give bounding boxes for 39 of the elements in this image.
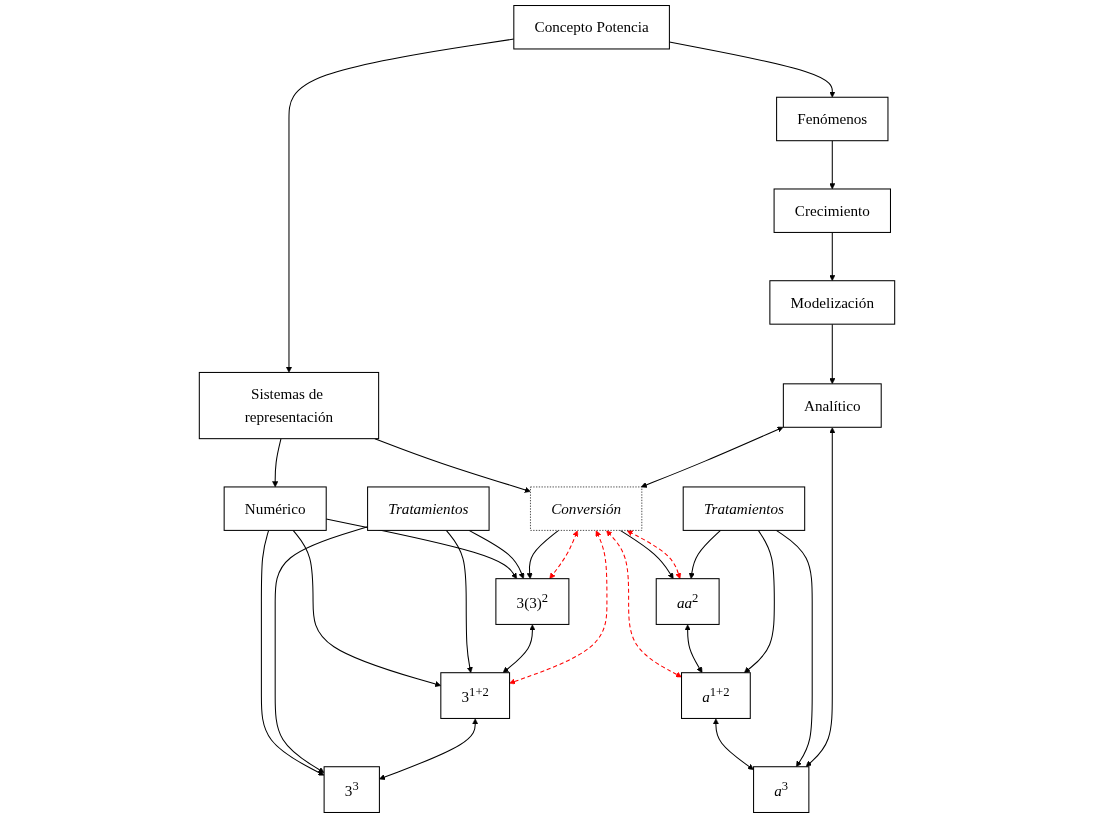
- arrow: [829, 140, 836, 190]
- node-box: a$^{3}$: [753, 766, 810, 813]
- node-box: Modelización: [769, 280, 896, 325]
- arrow: [502, 624, 536, 673]
- arrow: [744, 529, 775, 673]
- arrow: [445, 529, 473, 673]
- arrow: [684, 624, 703, 673]
- arrow: [805, 427, 836, 767]
- node-box: Numérico: [223, 486, 327, 531]
- node-box: Tratamientos: [682, 486, 806, 531]
- node-box: Concepto Potencia: [513, 5, 670, 50]
- node-box: Fenómenos: [776, 96, 889, 142]
- arrow: [775, 529, 813, 767]
- arrow: [526, 529, 560, 579]
- arrow: [468, 529, 525, 579]
- arrow: [549, 530, 579, 579]
- node-box: Sistemas de representación: [198, 371, 380, 440]
- arrow: [829, 323, 836, 385]
- arrow: [688, 529, 722, 579]
- arrow: [509, 530, 608, 685]
- arrow: [712, 718, 754, 770]
- arrow: [374, 438, 531, 493]
- node-box: Conversión: [530, 486, 643, 531]
- node-box: 3$^{3}$: [323, 766, 380, 813]
- arrow: [619, 529, 674, 579]
- arrow: [626, 530, 682, 579]
- arrow: [829, 231, 836, 281]
- arrow: [260, 529, 325, 776]
- arrow: [640, 426, 784, 488]
- node-box: Crecimiento: [773, 188, 891, 233]
- node-box: 3(3)$^{2}$: [495, 578, 570, 625]
- node-box: aa$^{2}$: [655, 578, 720, 625]
- arrow: [379, 718, 479, 780]
- node-box: Tratamientos: [367, 486, 490, 531]
- node-box: Analítico: [782, 383, 882, 428]
- node-box: a$^{1+2}$: [681, 672, 751, 719]
- node-box: 3$^{1+2}$: [440, 672, 511, 719]
- arrow: [606, 530, 682, 678]
- arrow: [272, 438, 282, 488]
